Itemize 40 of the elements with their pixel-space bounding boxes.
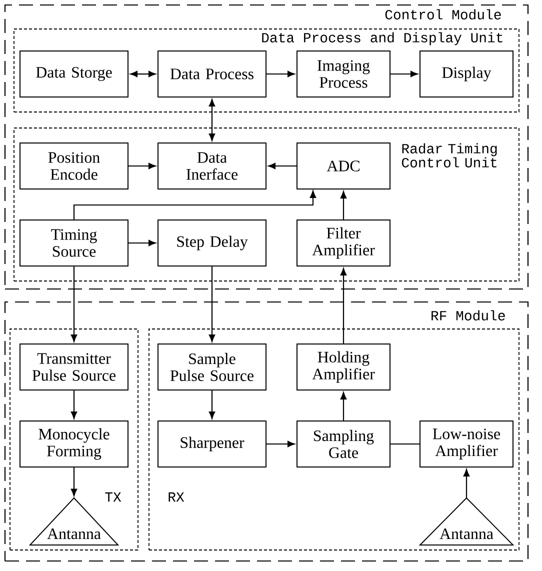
unit-title: Radar Timing Control Unit	[402, 143, 497, 168]
process-box: ADC	[296, 142, 390, 190]
process-box: Monocycle Forming	[20, 420, 128, 468]
arrow	[70, 468, 78, 496]
arrow	[268, 162, 296, 170]
process-box: Sharpener	[158, 420, 266, 468]
unit-title: RX	[168, 492, 184, 502]
process-box: Sample Pulse Source	[158, 344, 266, 390]
process-box: Timing Source	[20, 220, 128, 266]
unit-title: RF Module	[432, 310, 505, 320]
arrow	[340, 191, 347, 220]
process-box: Sampling Gate	[296, 420, 390, 468]
process-box: Filter Amplifier	[296, 220, 390, 266]
process-box: Transmitter Pulse Source	[20, 344, 128, 390]
unit-title: Data Process and Display Unit	[262, 32, 502, 46]
arrow	[266, 70, 295, 78]
process-box: Display	[420, 50, 514, 98]
arrow	[340, 268, 347, 344]
process-box: Data Process	[158, 50, 266, 98]
arrow	[390, 70, 418, 78]
arrow	[208, 390, 216, 419]
arrow	[208, 99, 216, 141]
process-box: Step Delay	[158, 220, 266, 266]
process-box: Data Inerface	[158, 142, 266, 190]
process-box: Position Encode	[20, 142, 128, 190]
arrow	[73, 190, 316, 220]
process-box: Imaging Process	[296, 50, 390, 98]
arrow	[340, 392, 347, 420]
arrow	[128, 240, 156, 246]
arrow	[463, 469, 470, 498]
arrow	[208, 266, 216, 342]
arrow	[70, 266, 78, 342]
arrow	[70, 390, 78, 419]
arrow	[266, 440, 295, 448]
unit-title: Control Module	[385, 9, 501, 20]
process-box: Data Storge	[20, 50, 128, 98]
arrow	[128, 162, 156, 170]
arrow	[130, 70, 156, 78]
process-box: Holding Amplifier	[296, 344, 390, 390]
process-box: Low-noise Amplifier	[420, 420, 514, 468]
